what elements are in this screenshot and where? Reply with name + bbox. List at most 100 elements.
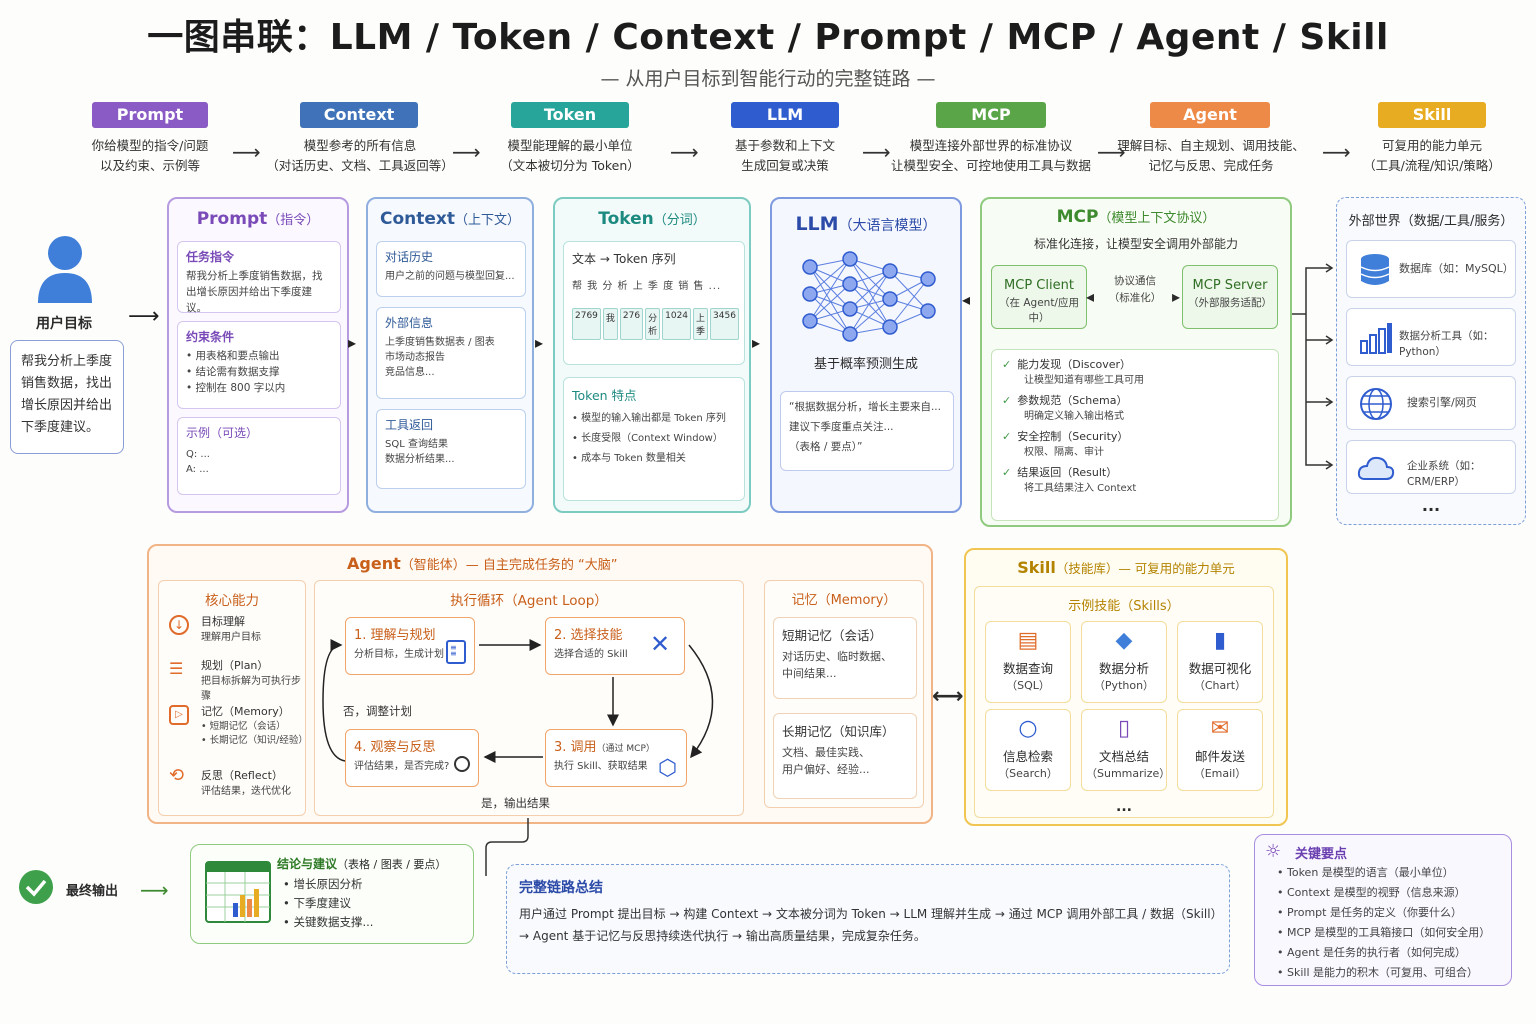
skill-sub: （SQL） (1006, 679, 1050, 692)
skill-card[interactable]: ○信息检索（Search） (985, 709, 1071, 791)
mcp-check-title: 能力发现（Discover） (1017, 358, 1132, 371)
target-icon: ↓ (169, 615, 189, 635)
token-features-card: Token 特点 模型的输入输出都是 Token 序列 长度受限（Context… (563, 377, 745, 501)
external-info-line: 市场动态报告 (385, 352, 445, 363)
core-item-title: 记忆（Memory） (201, 705, 290, 718)
external-item-label: 企业系统（如：CRM/ERP） (1407, 460, 1481, 488)
check-icon: ✓ (1002, 430, 1012, 444)
token-chip: 1024 (662, 307, 692, 340)
constraint-item: 控制在 800 字以内 (186, 381, 332, 397)
user-label: 用户目标 (36, 316, 92, 332)
nn-node (842, 251, 858, 267)
nn-node (842, 301, 858, 317)
loop-no-label: 否，调整计划 (343, 704, 412, 718)
loop-step-desc: 选择合适的 Skill (554, 649, 628, 660)
mcp-client-box: MCP Client （在 Agent/应用中） (991, 265, 1087, 329)
task-text: 帮我分析上季度销售数据，找出增长原因并给出下季度建议。 (186, 270, 323, 314)
loop-step-observe: 4. 观察与反思 评估结果，是否完成? (345, 729, 479, 787)
agent-panel: Agent（智能体）— 自主完成任务的 “大脑” 核心能力 ↓ 目标理解理解用户… (147, 544, 933, 824)
arrow-icon: ▸ (348, 333, 357, 352)
mcp-check-title: 结果返回（Result） (1017, 466, 1118, 480)
loop-step-title: 1. 理解与规划 (354, 628, 436, 643)
document-icon: ▯ (1117, 716, 1131, 741)
loop-step-plan: 1. 理解与规划 分析目标，生成计划 ≡≡ (345, 617, 475, 675)
neural-network-icon (802, 251, 936, 342)
arrow-icon: ▸ (535, 333, 544, 352)
skill-name: 数据可视化 (1188, 661, 1252, 676)
core-item-desc: • 短期记忆（会话） (201, 721, 286, 733)
llm-quote-card: “根据数据分析，增长主要来自... 建议下季度重点关注... （表格 / 要点）… (780, 391, 954, 471)
long-memory-line: 用户偏好、经验... (782, 762, 870, 776)
history-card: 对话历史 用户之前的问题与模型回复... (376, 241, 526, 297)
check-icon: ✓ (1002, 358, 1012, 371)
arrow-icon: ⟶ (1322, 140, 1351, 164)
skill-card[interactable]: ▯文档总结（Summarize） (1081, 709, 1171, 791)
loop-step-select: 2. 选择技能 选择合适的 Skill ✕ (545, 617, 685, 675)
page-subtitle: — 从用户目标到智能行动的完整链路 — (600, 68, 936, 90)
core-item-title: 反思（Reflect） (201, 769, 283, 782)
pipeline-desc-llm: 基于参数和上下文生成回复或决策 (734, 138, 835, 173)
nn-node (920, 271, 936, 287)
page-title: 一图串联：LLM / Token / Context / Prompt / MC… (147, 17, 1389, 58)
final-output-item: 关键数据支撑... (283, 913, 373, 932)
mcp-panel-title: MCP (1056, 207, 1099, 227)
summary-panel: 完整链路总结 用户通过 Prompt 提出目标 → 构建 Context → 文… (506, 864, 1230, 974)
keypoint-item: Prompt 是任务的定义（你要什么） (1277, 903, 1490, 923)
agent-loop-card: 执行循环（Agent Loop） 1. 理解与规划 分析目标，生成计划 ≡≡ 2… (314, 580, 744, 816)
short-memory-box: 短期记忆（会话） 对话历史、临时数据、 中间结果... (773, 617, 917, 699)
llm-quote-line: 建议下季度重点关注... (789, 420, 894, 433)
nn-node (882, 319, 898, 335)
skill-sub: （Chart） (1193, 679, 1247, 692)
skill-card[interactable]: ◆数据分析（Python） (1081, 621, 1167, 703)
short-memory-title: 短期记忆（会话） (782, 628, 883, 643)
external-info-title: 外部信息 (385, 316, 434, 330)
skill-card[interactable]: ▮ 数据可视化 （Chart） (1177, 621, 1263, 703)
tool-return-card: 工具返回 SQL 查询结果 数据分析结果... (376, 409, 526, 489)
skill-sub: （Python） (1093, 679, 1155, 692)
plan-icon: ☰ (169, 659, 184, 678)
bar-chart-icon: ▮ (1213, 628, 1227, 653)
short-memory-line: 对话历史、临时数据、 (782, 650, 892, 664)
skill-sub: （Summarize） (1086, 767, 1171, 780)
loop-step-desc: 分析目标，生成计划 (354, 649, 444, 660)
summary-line: 用户通过 Prompt 提出目标 → 构建 Context → 文本被分词为 T… (519, 907, 1223, 921)
final-output-item: 增长原因分析 (283, 875, 373, 894)
final-output-item: 下季度建议 (283, 894, 373, 913)
prompt-panel-title: Prompt (196, 209, 268, 229)
core-item-desc: 理解用户目标 (201, 632, 261, 644)
skill-card[interactable]: ✉邮件发送（Email） (1177, 709, 1263, 791)
token-panel: Token（分词） 文本 → Token 序列 帮 我 分 析 上 季 度 销 … (553, 197, 751, 513)
skills-subtitle: 示例技能（Skills） (1068, 599, 1180, 614)
keypoint-item: Skill 是能力的积木（可复用、可组合） (1277, 963, 1490, 983)
loop-step-desc: 执行 Skill、获取结果 (554, 761, 648, 772)
token-feature: 模型的输入输出都是 Token 序列 (572, 409, 736, 429)
keypoints-title: 关键要点 (1295, 847, 1348, 862)
skill-card[interactable]: ▤数据查询（SQL） (985, 621, 1071, 703)
magnifier-icon (454, 756, 470, 772)
llm-quote-line: “根据数据分析，增长主要来自... (789, 401, 941, 413)
external-info-line: 上季度销售数据表 / 图表 (385, 337, 495, 348)
tool-return-title: 工具返回 (385, 418, 434, 432)
mcp-client-label: MCP Client (1004, 278, 1074, 293)
arrow-icon: ⟶ (452, 140, 481, 164)
token-chip: 分析 (645, 307, 661, 340)
pipeline-desc-agent: 理解目标、自主规划、调用技能、记忆与反思、完成任务 (1117, 138, 1305, 173)
loop-step-title: 2. 选择技能 (554, 628, 623, 643)
skill-panel-title: Skill (1017, 558, 1056, 577)
nn-node (802, 286, 818, 302)
core-item-title: 目标理解 (201, 615, 245, 628)
skill-sub: （Search） (998, 767, 1058, 780)
mcp-link: 协议通信 （标准化） (1090, 273, 1180, 307)
cloud-icon (1357, 456, 1395, 480)
loop-step-title-sub: （通过 MCP） (596, 744, 655, 754)
memory-icon: ▷ (169, 705, 189, 725)
external-more: ... (1421, 496, 1441, 515)
agent-panel-title: Agent (347, 554, 401, 573)
external-item-label: 数据分析工具（如：Python） (1399, 330, 1494, 358)
skills-more: ... (1116, 799, 1132, 815)
memory-title: 记忆（Memory） (791, 593, 897, 608)
pipeline-desc-token: 模型能理解的最小单位（文本被切分为 Token） (500, 138, 640, 173)
final-output-panel: 结论与建议（表格 / 图表 / 要点） 增长原因分析 下季度建议 关键数据支撑.… (190, 844, 474, 944)
mcp-check-desc: 让模型知道有哪些工具可用 (1024, 375, 1144, 387)
